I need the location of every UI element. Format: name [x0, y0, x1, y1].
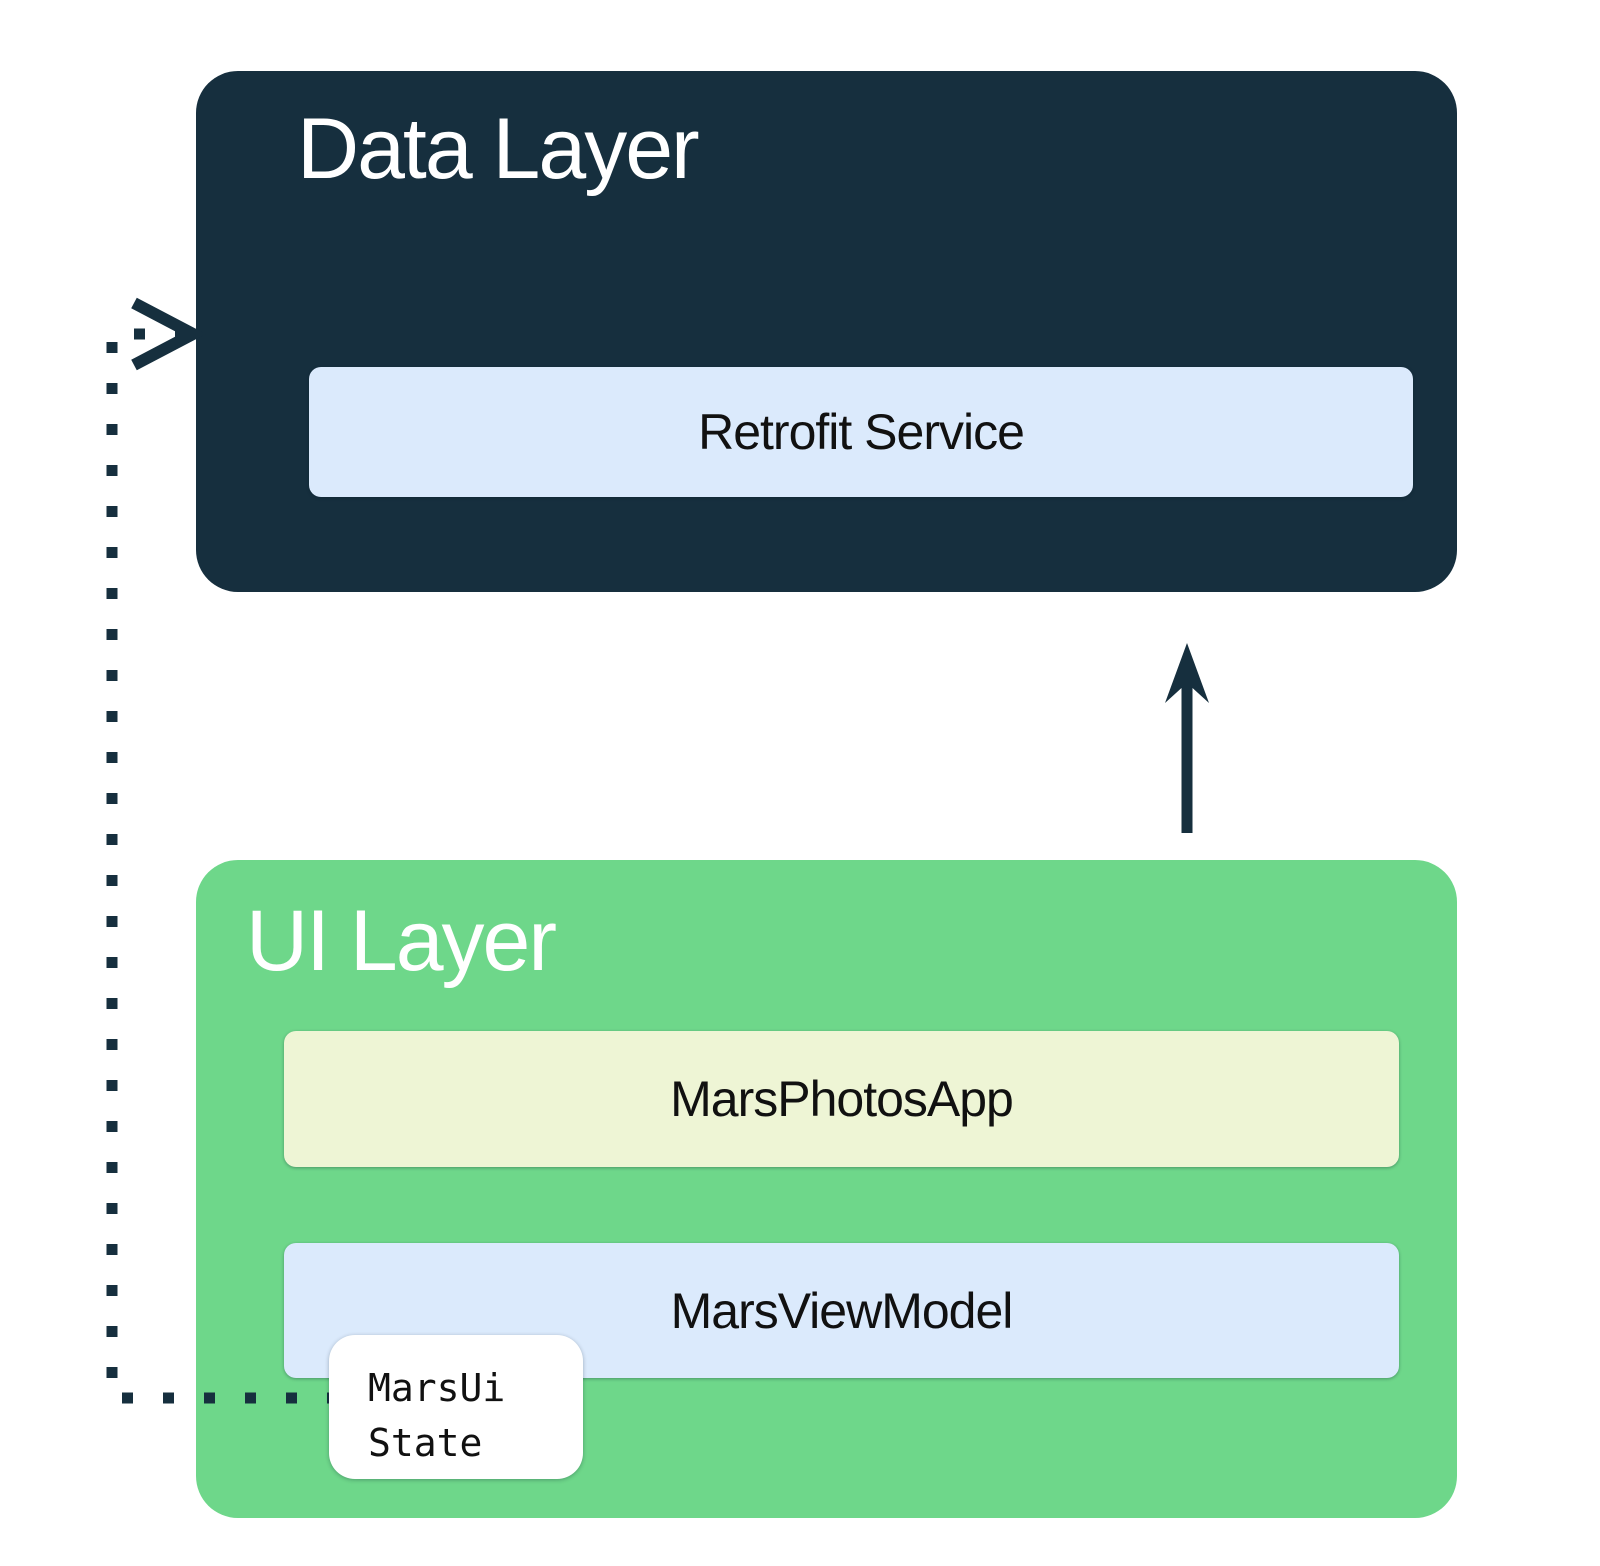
- retrofit-service-box: Retrofit Service: [309, 367, 1413, 497]
- chevron-arrowhead-icon: [131, 297, 206, 371]
- mars-ui-state-label-line1: MarsUi: [368, 1366, 506, 1410]
- mars-photos-app-label: MarsPhotosApp: [670, 1071, 1014, 1127]
- solid-arrowhead-icon: [1165, 643, 1209, 703]
- data-layer-box: Data Layer Retrofit Service: [196, 71, 1457, 592]
- ui-layer-title: UI Layer: [246, 893, 557, 989]
- data-layer-title: Data Layer: [297, 101, 700, 197]
- ui-layer-box: UI Layer MarsPhotosApp MarsViewModel Mar…: [196, 860, 1457, 1518]
- mars-view-model-label: MarsViewModel: [670, 1282, 1014, 1339]
- mars-ui-state-label-line2: State: [368, 1421, 483, 1465]
- retrofit-service-label: Retrofit Service: [698, 404, 1025, 460]
- mars-ui-state-chip: MarsUi State: [329, 1335, 583, 1479]
- mars-photos-app-box: MarsPhotosApp: [284, 1031, 1399, 1167]
